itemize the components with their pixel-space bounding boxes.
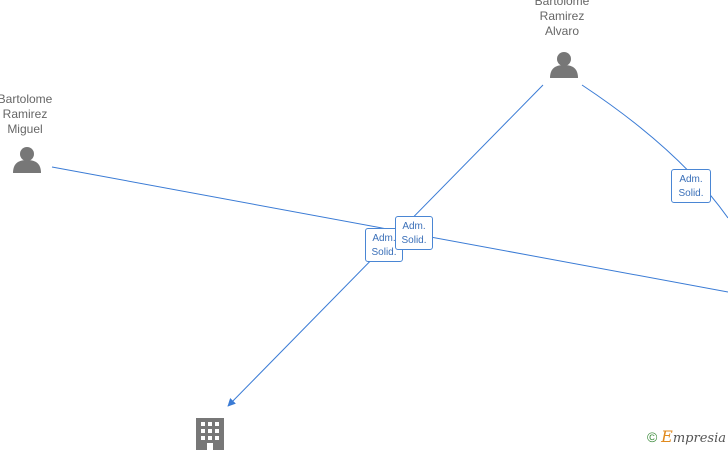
person-label-line: Bartolome	[534, 0, 590, 8]
person-icon[interactable]	[13, 147, 41, 173]
edge-label-line: Solid.	[371, 247, 397, 258]
edge-label-line: Adm.	[679, 174, 703, 185]
edge-label: Adm. Solid.	[671, 169, 711, 203]
person-label-line: Ramirez	[539, 9, 585, 23]
person-label-line: Bartolome	[0, 92, 53, 106]
person-label-miguel[interactable]: Bartolome Ramirez Miguel	[0, 92, 75, 137]
copyright-icon: ©	[646, 429, 658, 445]
person-label-line: Ramirez	[2, 107, 48, 121]
edge-label-line: Solid.	[401, 235, 427, 246]
brand-logo: Empresia	[661, 427, 726, 446]
person-label-alvaro[interactable]: Bartolome Ramirez Alvaro	[512, 0, 612, 39]
building-icon[interactable]	[196, 418, 224, 450]
watermark: © Empresia	[647, 427, 726, 446]
edge-alvaro-right	[581, 84, 728, 219]
edge-label: Adm. Solid.	[395, 216, 433, 250]
edge-label-line: Solid.	[678, 188, 704, 199]
person-icon[interactable]	[550, 52, 578, 78]
person-label-line: Alvaro	[544, 24, 579, 38]
edge-label-line: Adm.	[402, 221, 426, 232]
person-label-line: Miguel	[7, 122, 43, 136]
edge-label-line: Adm.	[372, 233, 396, 244]
